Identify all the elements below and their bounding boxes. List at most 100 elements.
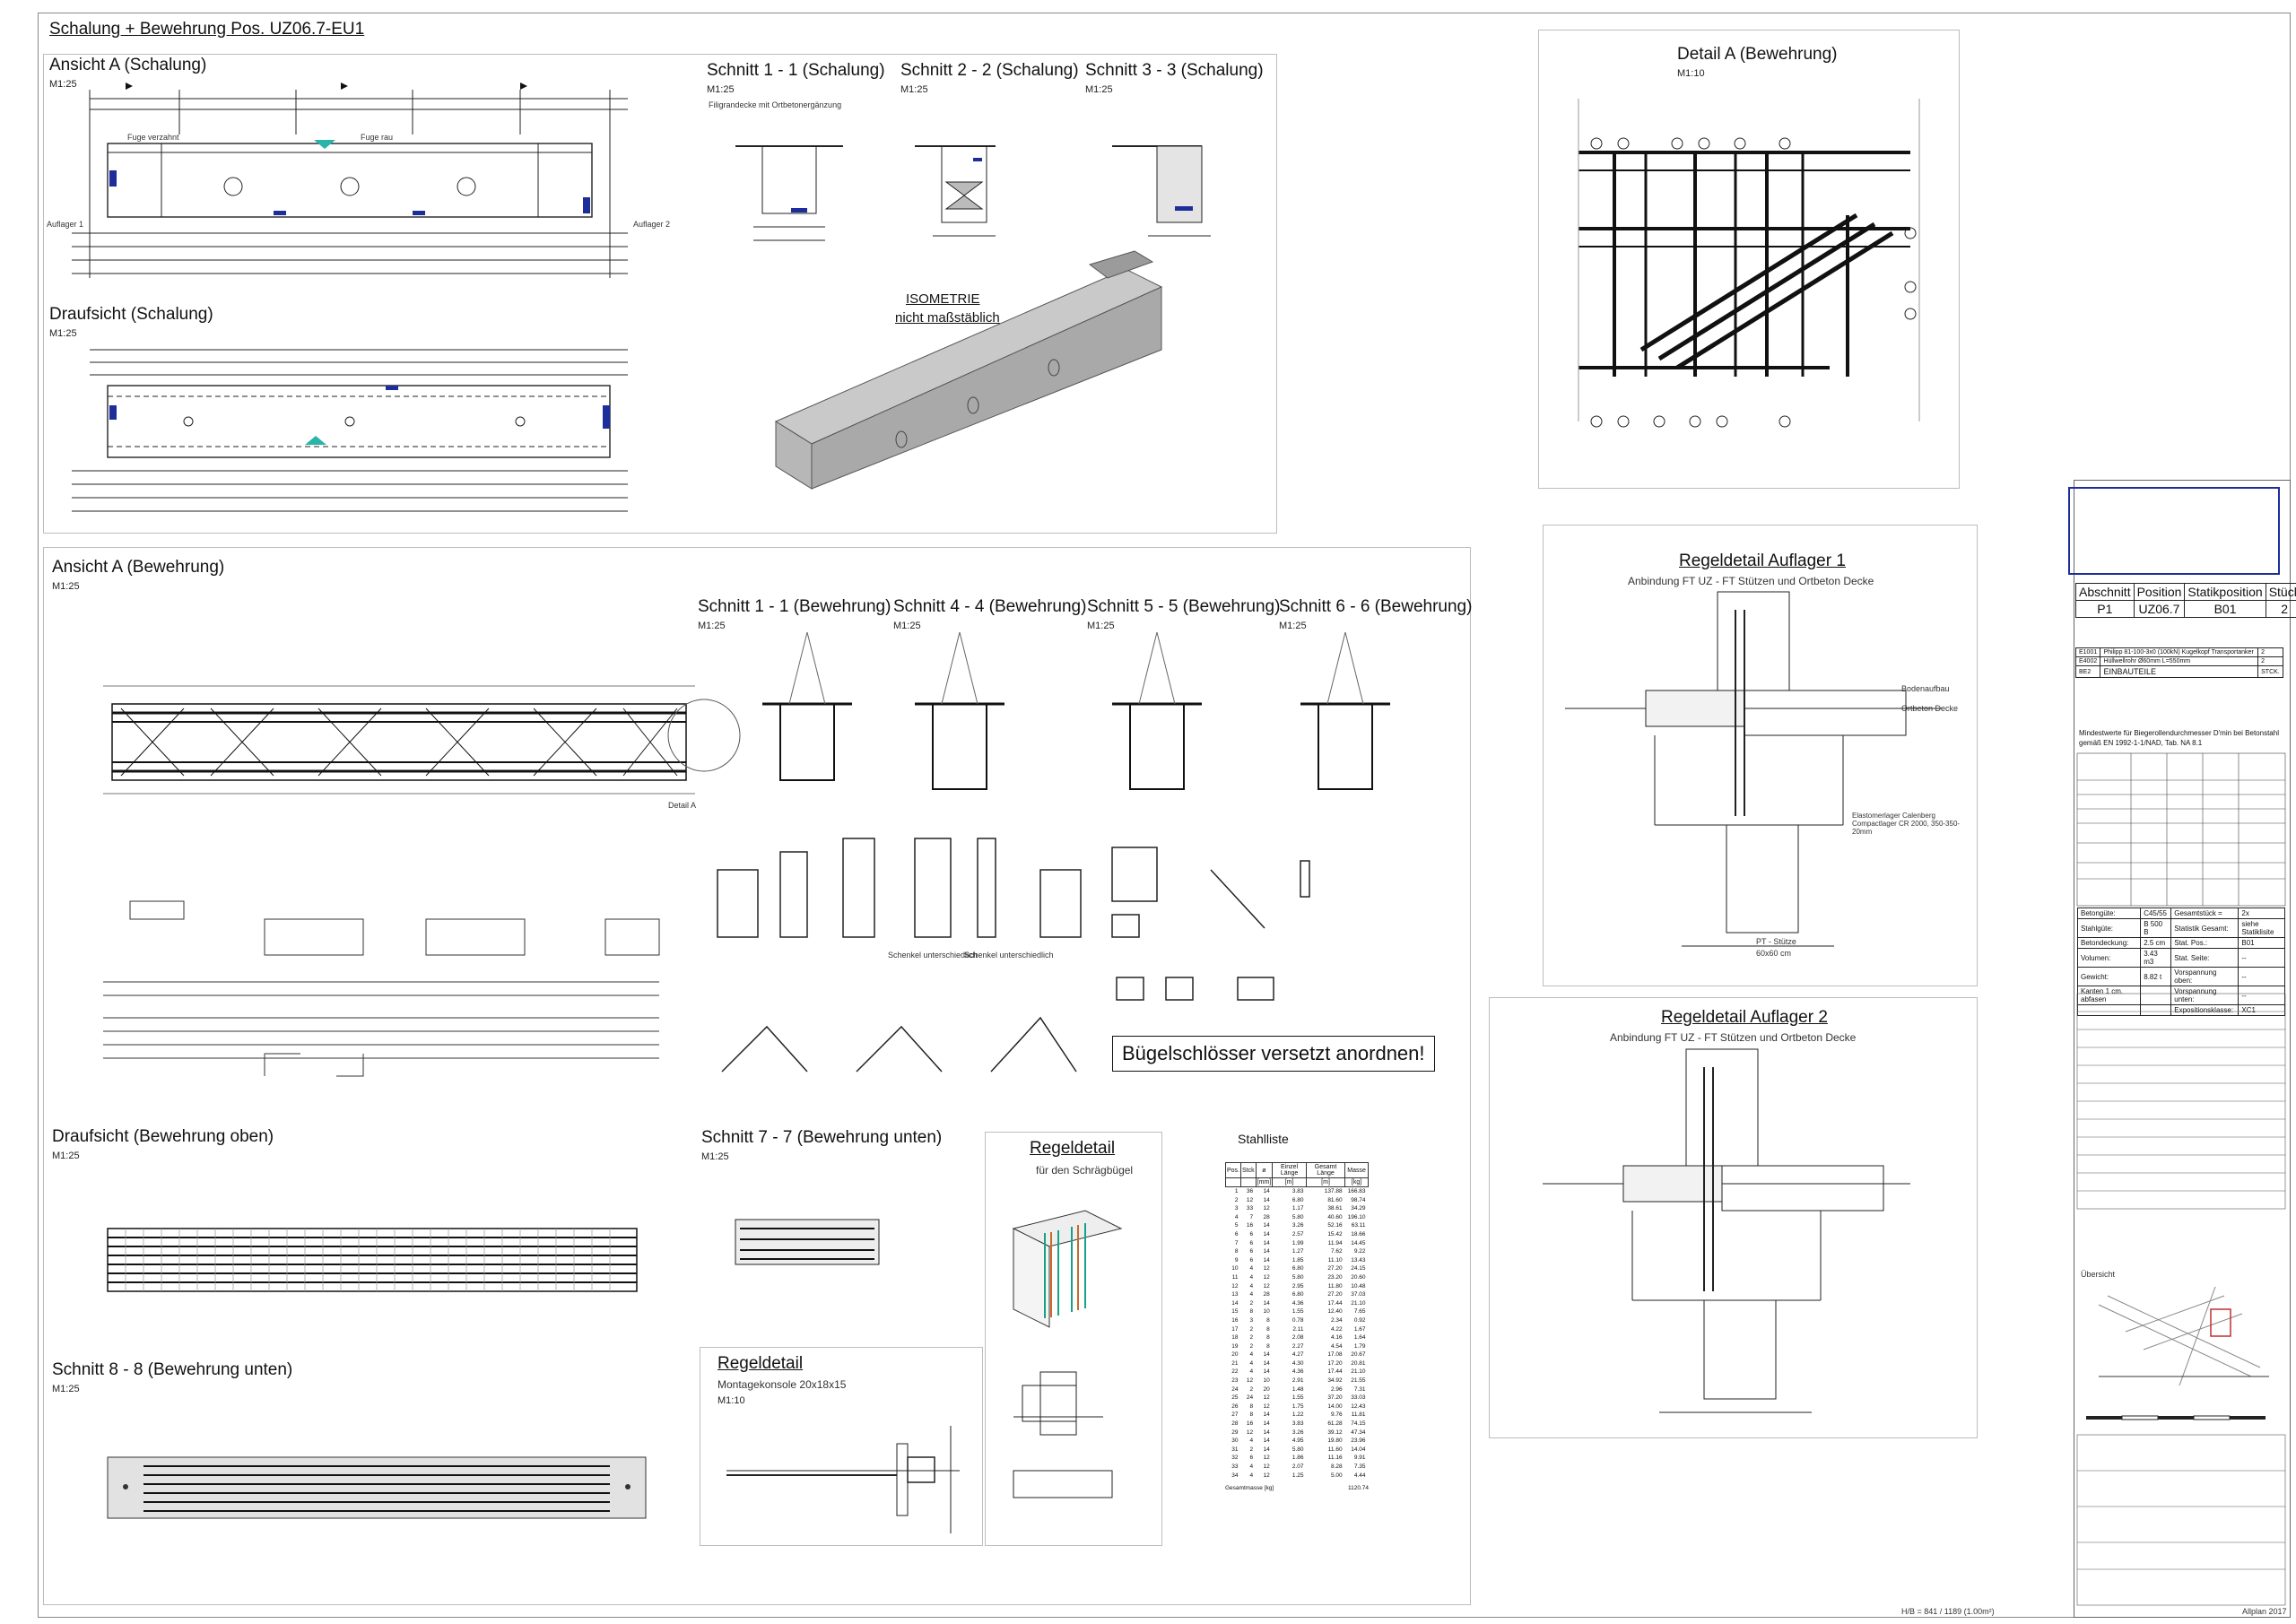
auflager2-label: Auflager 2 xyxy=(633,220,671,229)
draufsicht-schalung-scale: M1:25 xyxy=(49,328,77,339)
eb-cell: E1001 xyxy=(2074,647,2101,657)
stahlliste-cell: 1.17 xyxy=(1292,1205,1304,1212)
title-position-table: Abschnitt Position Statikposition Stück … xyxy=(2075,583,2296,618)
draufsicht-bew-drawing xyxy=(107,1228,638,1292)
stahlliste-cell: 14 xyxy=(1263,1429,1270,1436)
stahlliste-cell: 20.81 xyxy=(1351,1359,1366,1367)
auflager2-drawing xyxy=(1543,1048,1910,1413)
draufsicht-schalung-drawing xyxy=(72,349,628,512)
stahlliste-cell: 9.22 xyxy=(1353,1248,1366,1255)
stahlliste-cell: 4.95 xyxy=(1292,1437,1304,1445)
lower-title-grid xyxy=(2076,1434,2286,1606)
stahlliste-cell: 10 xyxy=(1231,1265,1239,1272)
stahlliste-cell: 2.07 xyxy=(1292,1463,1304,1470)
stahlliste-cell: 2.08 xyxy=(1292,1334,1304,1342)
stahlliste-cell: 10.48 xyxy=(1351,1282,1366,1290)
regeldetail-schraeg-title: Regeldetail xyxy=(1030,1139,1116,1158)
stahlliste-cell: 36 xyxy=(1246,1188,1254,1194)
stahlliste-cell: 4.30 xyxy=(1292,1359,1304,1367)
stahlliste-cell: 12 xyxy=(1263,1403,1270,1410)
stahlliste-cell: 27.20 xyxy=(1327,1265,1343,1272)
stahlliste-cell: 1.25 xyxy=(1292,1472,1304,1479)
fuge-verzahnt-label: Fuge verzahnt xyxy=(127,133,179,142)
stahlliste-cell: 12 xyxy=(1246,1377,1254,1385)
stahlliste-cell: 4 xyxy=(1249,1463,1254,1470)
stahlliste-cell: 1.67 xyxy=(1353,1325,1366,1333)
stahlliste-header: Gesamt Länge xyxy=(1305,1162,1346,1178)
stahlliste-cell: 8 xyxy=(1266,1316,1270,1324)
stahlliste-cell: 17.20 xyxy=(1327,1359,1343,1367)
stahlliste-cell: 4 xyxy=(1249,1351,1254,1359)
stuetze-size-label: 60x60 cm xyxy=(1756,949,1792,958)
props-cell: Gewicht: xyxy=(2076,967,2142,986)
props-cell: Vorspannung oben: xyxy=(2170,967,2239,986)
stahlliste-cell: 2 xyxy=(1249,1299,1254,1307)
stahlliste-cell: 9.91 xyxy=(1353,1455,1366,1462)
props-cell: siehe Statiklisite xyxy=(2238,918,2285,938)
stahlliste-cell: 23 xyxy=(1231,1377,1239,1385)
stahlliste-cell: 21.10 xyxy=(1351,1368,1366,1376)
stahlliste-cell: 16 xyxy=(1246,1420,1254,1428)
stahlliste-cell: 6 xyxy=(1249,1455,1254,1462)
schenkel-label-2: Schenkel unterschiedlich xyxy=(964,951,1054,960)
tb-header: Position xyxy=(2133,583,2186,601)
stahlliste-cell: 17.44 xyxy=(1327,1368,1343,1376)
stahlliste-cell: 18 xyxy=(1231,1334,1239,1342)
stahlliste-cell: 4 xyxy=(1249,1273,1254,1281)
stahlliste-cell: 7 xyxy=(1249,1213,1254,1220)
stahlliste-cell: 8 xyxy=(1266,1325,1270,1333)
stahlliste-cell: 17 xyxy=(1231,1325,1239,1333)
stahlliste-cell: 2.96 xyxy=(1330,1385,1343,1393)
draufsicht-bew-scale: M1:25 xyxy=(52,1151,80,1161)
schnitt66-bew-scale: M1:25 xyxy=(1279,621,1307,631)
props-cell: 2.5 cm xyxy=(2140,937,2172,949)
stahlliste-cell: 18.66 xyxy=(1351,1230,1366,1238)
props-cell: Gesamtstück = xyxy=(2170,908,2239,919)
stahlliste-unit xyxy=(1240,1177,1257,1187)
auflager1-label: Auflager 1 xyxy=(47,220,84,229)
draufsicht-bew-title: Draufsicht (Bewehrung oben) xyxy=(52,1127,274,1146)
stahlliste-cell: 74.15 xyxy=(1351,1420,1366,1428)
stahlliste-cell: 0.78 xyxy=(1292,1316,1304,1324)
stahlliste-cell: 14 xyxy=(1263,1230,1270,1238)
stahlliste-cell: 7 xyxy=(1234,1239,1239,1246)
stahlliste-cell: 21 xyxy=(1231,1359,1239,1367)
stahlliste-cell: 24 xyxy=(1231,1385,1239,1393)
stahlliste-cell: 14 xyxy=(1263,1248,1270,1255)
stahlliste-cell: 1.75 xyxy=(1292,1403,1304,1410)
props-cell: Expositionsklasse: xyxy=(2170,1004,2239,1016)
stahlliste-cell: 29 xyxy=(1231,1429,1239,1436)
eb-cell: BE2 xyxy=(2074,665,2101,678)
props-cell: 8.82 t xyxy=(2140,967,2172,986)
stahlliste-cell: 7.65 xyxy=(1353,1308,1366,1316)
stahlliste-cell: 1.55 xyxy=(1292,1308,1304,1316)
schnitt11-schalung-title: Schnitt 1 - 1 (Schalung) xyxy=(707,61,885,80)
stahlliste-table: Pos. Stck ø Einzel Länge Gesamt Länge Ma… xyxy=(1224,1162,1369,1491)
regeldetail-konsole-scale: M1:10 xyxy=(718,1395,745,1406)
auflager1-subtitle: Anbindung FT UZ - FT Stützen und Ortbeto… xyxy=(1628,575,1874,587)
buegelschloss-note: Bügelschlösser versetzt anordnen! xyxy=(1112,1036,1435,1072)
stahlliste-cell: 4 xyxy=(1249,1282,1254,1290)
detail-a-scale: M1:10 xyxy=(1677,68,1705,79)
stahlliste-cell: 6.80 xyxy=(1292,1265,1304,1272)
stahlliste-cell: 14 xyxy=(1263,1446,1270,1453)
eb-cell: STCK. xyxy=(2257,665,2283,678)
stahlliste-cell: 23.20 xyxy=(1327,1273,1343,1281)
stahlliste-cell: 1.22 xyxy=(1292,1411,1304,1419)
stahlliste-cell: 4.36 xyxy=(1292,1368,1304,1376)
stahlliste-cell: 4 xyxy=(1249,1437,1254,1445)
stahlliste-cell: 14 xyxy=(1263,1420,1270,1428)
stahlliste-cell: 12 xyxy=(1263,1394,1270,1402)
